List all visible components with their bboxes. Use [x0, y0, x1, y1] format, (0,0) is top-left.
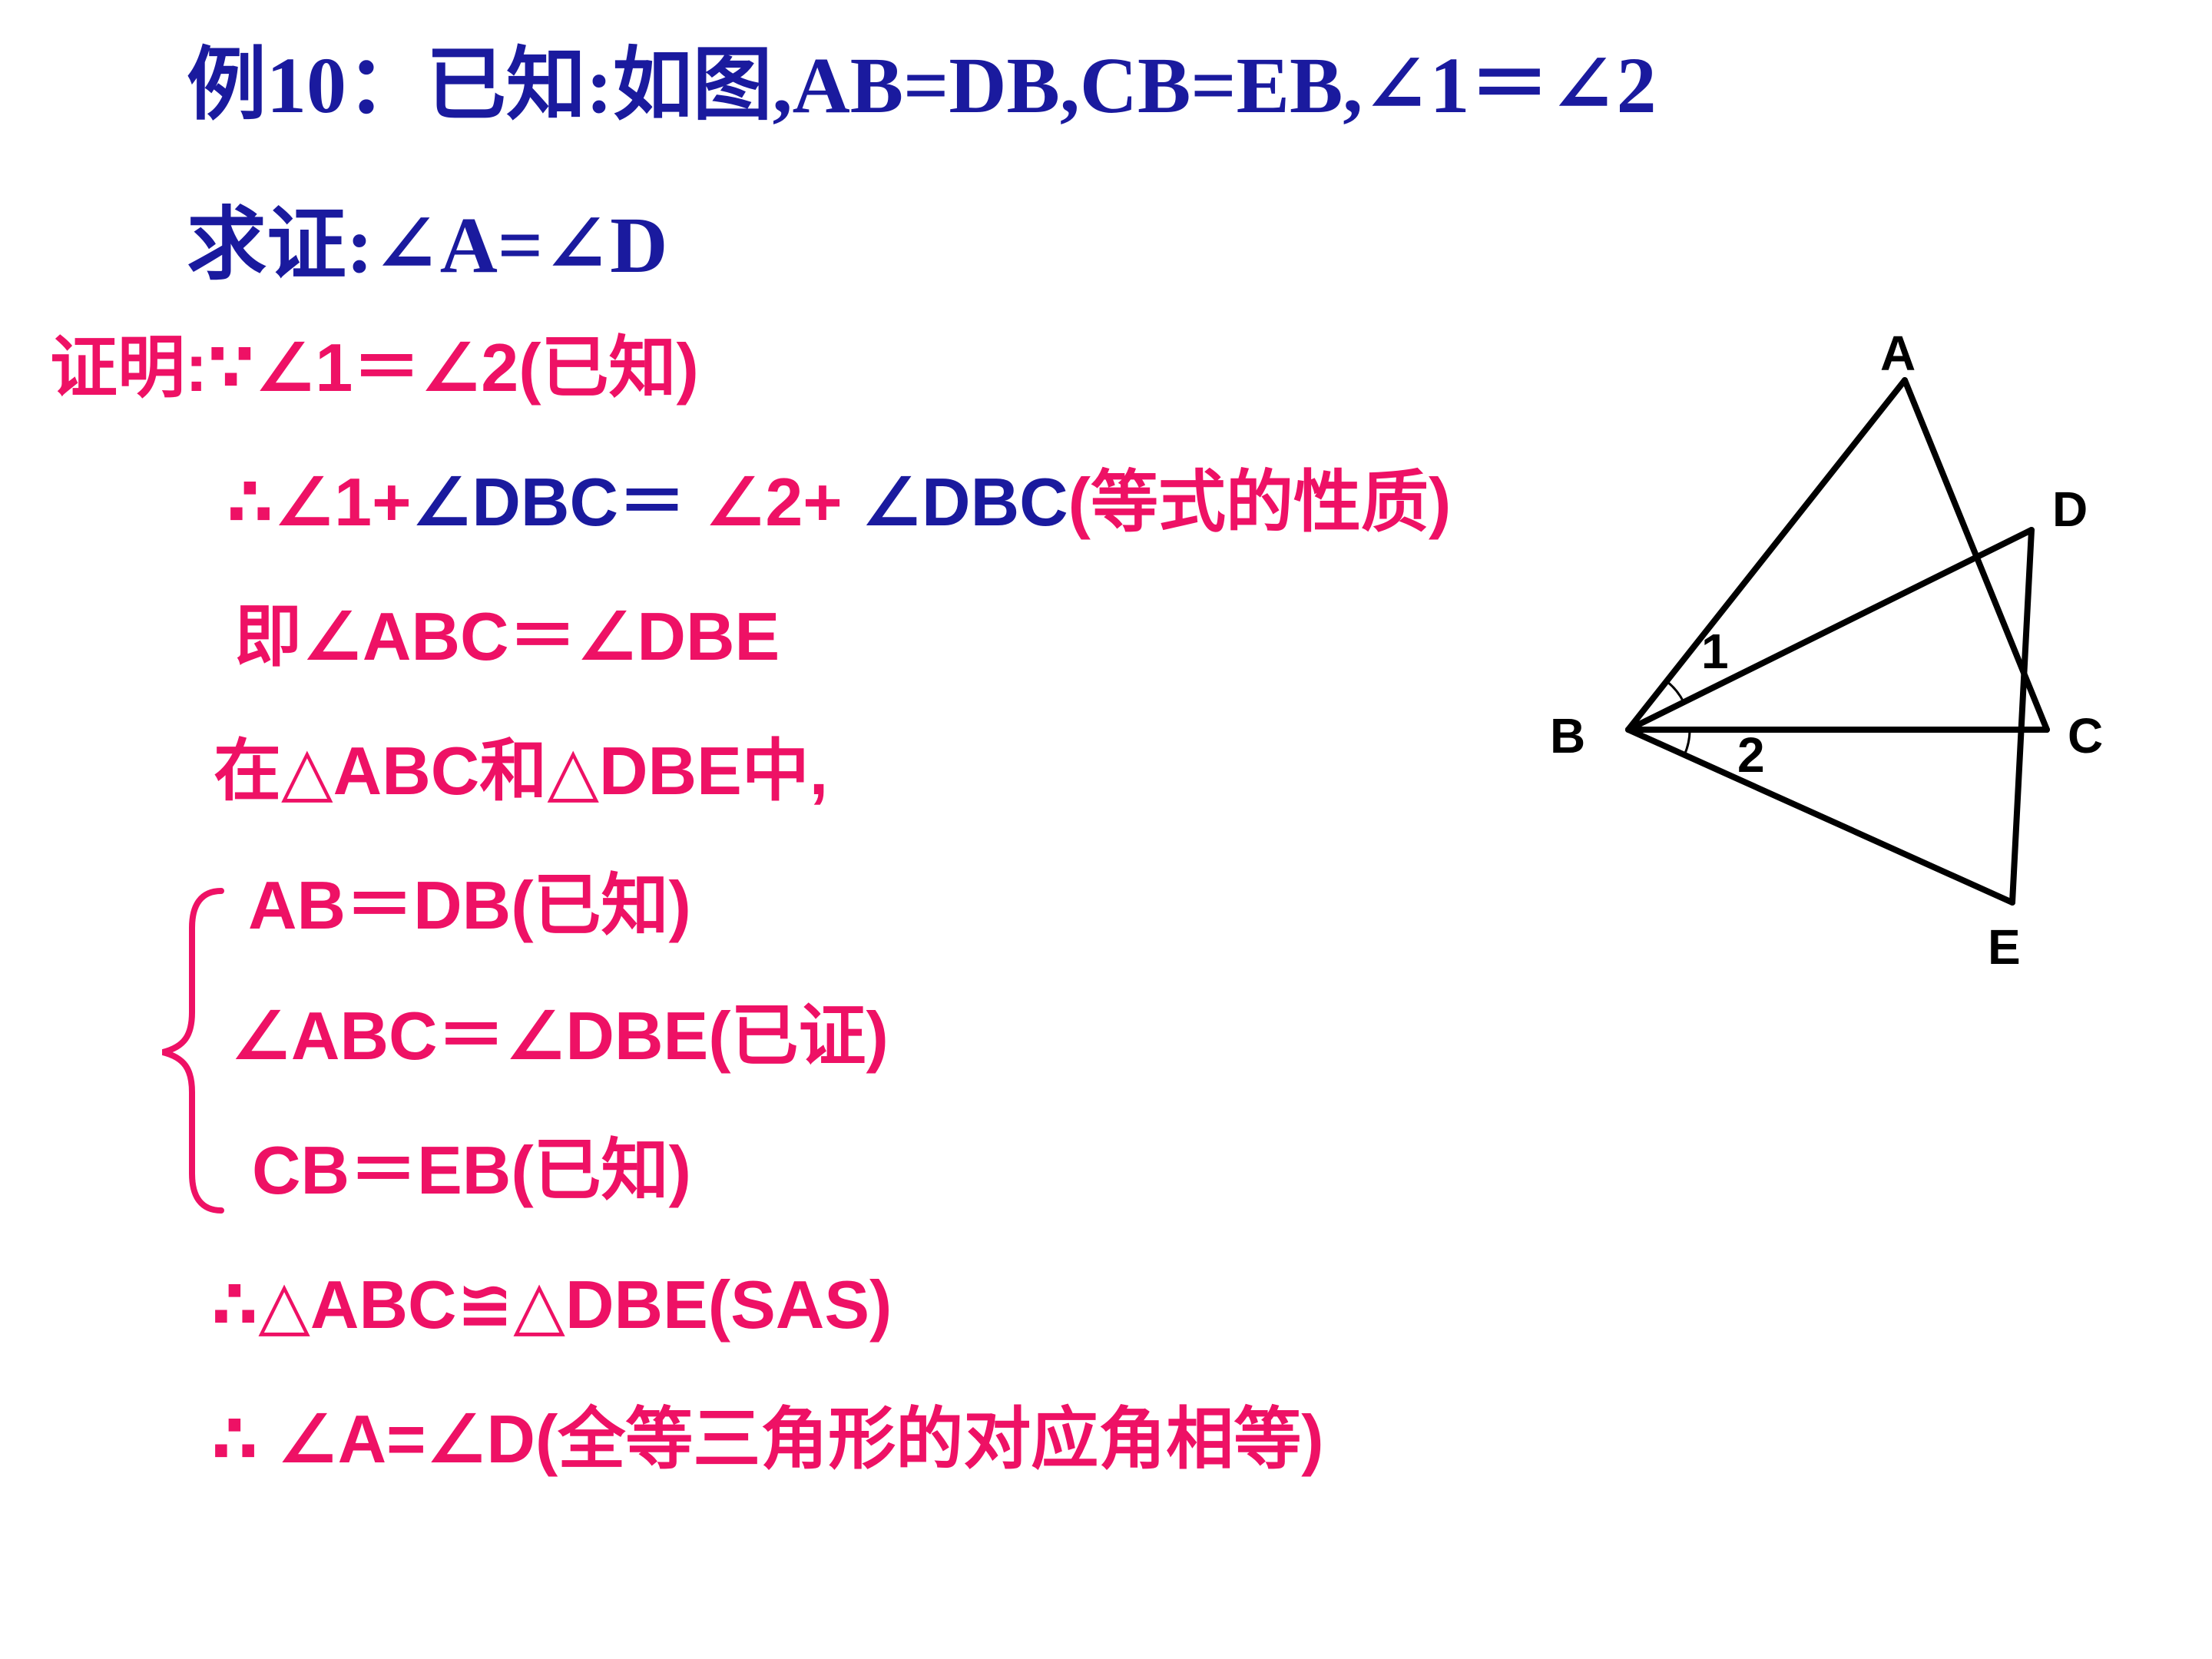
system-line-1: AB＝DB(已知): [248, 867, 691, 943]
segment-bd: [1625, 527, 2035, 733]
segment-de: [2009, 527, 2035, 906]
geometry-figure: A D B C E 1 2: [1550, 326, 2103, 975]
proof-line-2-part-2: ∠DBC＝: [411, 464, 705, 540]
proof-line-5: ∴△ABC≌△DBE(SAS): [211, 1267, 892, 1343]
label-d: D: [2052, 482, 2088, 537]
label-c: C: [2068, 708, 2103, 763]
system-line-2: ∠ABC＝∠DBE(已证): [230, 998, 889, 1074]
proof-line-2: ∴∠1+∠DBC＝ ∠2+ ∠DBC(等式的性质): [227, 469, 1451, 536]
angle-2-arc: [1683, 729, 1691, 756]
label-angle-2: 2: [1737, 727, 1765, 783]
proof-line-6: ∴ ∠A=∠D(全等三角形的对应角相等): [211, 1401, 1324, 1477]
label-b: B: [1550, 708, 1585, 763]
proof-line-4: 在△ABC和△DBE中,: [214, 733, 829, 809]
label-e: E: [1988, 919, 2021, 975]
proof-line-2-part-3: ∠2+: [704, 464, 862, 540]
segment-ab: [1625, 377, 1908, 733]
system-brace: [161, 888, 224, 1214]
proof-line-1: 证明:∵∠1＝∠2(已知): [50, 329, 699, 406]
angle-1-arc: [1666, 680, 1685, 703]
proof-line-2-part-4: ∠DBC: [861, 464, 1068, 540]
proof-line-3: 即∠ABC＝∠DBE: [234, 598, 780, 674]
segment-be: [1625, 727, 2015, 906]
label-a: A: [1880, 326, 1916, 381]
label-angle-1: 1: [1701, 624, 1729, 679]
prove-statement: 求证:∠A=∠D: [187, 201, 668, 290]
proof-line-2-part-5: (等式的性质): [1068, 464, 1452, 540]
given-statement: 例10：已知:如图,AB=DB,CB=EB,∠1＝∠2: [187, 41, 1657, 130]
system-line-3: CB＝EB(已知): [252, 1132, 691, 1208]
proof-line-2-part-1: ∴∠1+: [227, 464, 412, 540]
